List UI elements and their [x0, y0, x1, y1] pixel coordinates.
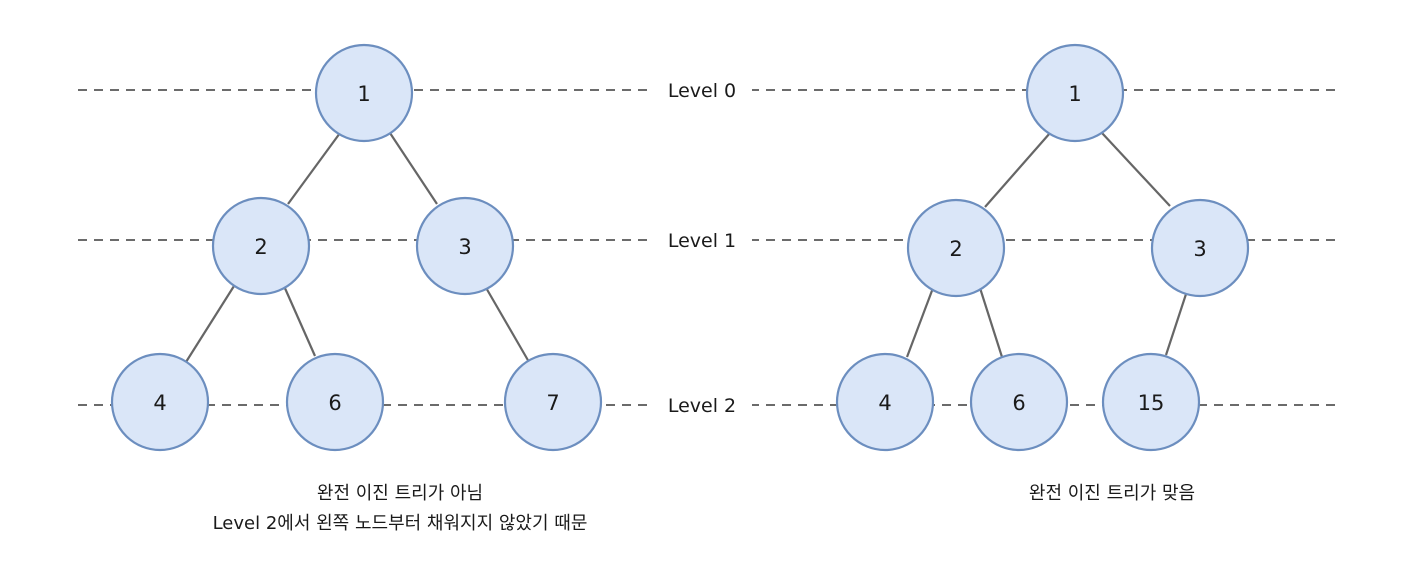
left-node-4: 4: [110, 352, 210, 452]
level-labels: Level 0 Level 1 Level 2: [652, 76, 752, 419]
svg-text:1: 1: [1068, 82, 1081, 106]
captions: 완전 이진 트리가 아님 Level 2에서 왼쪽 노드부터 채워지지 않았기 …: [213, 483, 1196, 534]
svg-text:7: 7: [546, 391, 559, 415]
right-node-15: 15: [1101, 352, 1201, 452]
left-edge-3-7: [484, 285, 530, 363]
left-node-7: 7: [503, 352, 603, 452]
level-1-label: Level 1: [668, 230, 736, 252]
right-caption-line-1: 완전 이진 트리가 맞음: [1029, 483, 1195, 504]
left-node-3: 3: [415, 196, 515, 296]
right-edge-2-6: [978, 287, 1004, 358]
left-tree-nodes: 1 2 3 4 6 7: [110, 43, 603, 452]
level-0-label: Level 0: [668, 80, 736, 102]
right-node-3: 3: [1150, 198, 1250, 298]
right-node-6: 6: [969, 352, 1069, 452]
right-node-1: 1: [1025, 43, 1125, 143]
right-node-2: 2: [906, 198, 1006, 298]
svg-text:2: 2: [949, 237, 962, 261]
svg-text:6: 6: [328, 391, 341, 415]
left-edge-1-2: [287, 132, 341, 205]
left-node-1: 1: [314, 43, 414, 143]
svg-text:4: 4: [878, 391, 891, 415]
left-edge-2-4: [185, 285, 235, 363]
left-edge-2-6: [282, 285, 317, 357]
left-caption-line-2: Level 2에서 왼쪽 노드부터 채워지지 않았기 때문: [213, 513, 588, 534]
right-tree-nodes: 1 2 3 4 6 15: [835, 43, 1250, 452]
left-edge-1-3: [389, 132, 438, 205]
left-caption-line-1: 완전 이진 트리가 아님: [317, 483, 483, 504]
right-edge-3-15: [1164, 287, 1190, 356]
level-2-label: Level 2: [668, 395, 736, 417]
left-node-6: 6: [285, 352, 385, 452]
right-edge-1-2: [984, 132, 1051, 208]
right-edge-1-3: [1101, 132, 1171, 207]
svg-text:4: 4: [153, 391, 166, 415]
svg-text:2: 2: [254, 235, 267, 259]
svg-text:3: 3: [458, 235, 471, 259]
svg-text:3: 3: [1193, 237, 1206, 261]
left-tree-edges: [185, 132, 530, 363]
svg-text:1: 1: [357, 82, 370, 106]
svg-text:6: 6: [1012, 391, 1025, 415]
right-node-4: 4: [835, 352, 935, 452]
right-tree-edges: [905, 132, 1190, 358]
right-edge-2-4: [905, 287, 935, 358]
left-node-2: 2: [211, 196, 311, 296]
svg-text:15: 15: [1138, 391, 1165, 415]
